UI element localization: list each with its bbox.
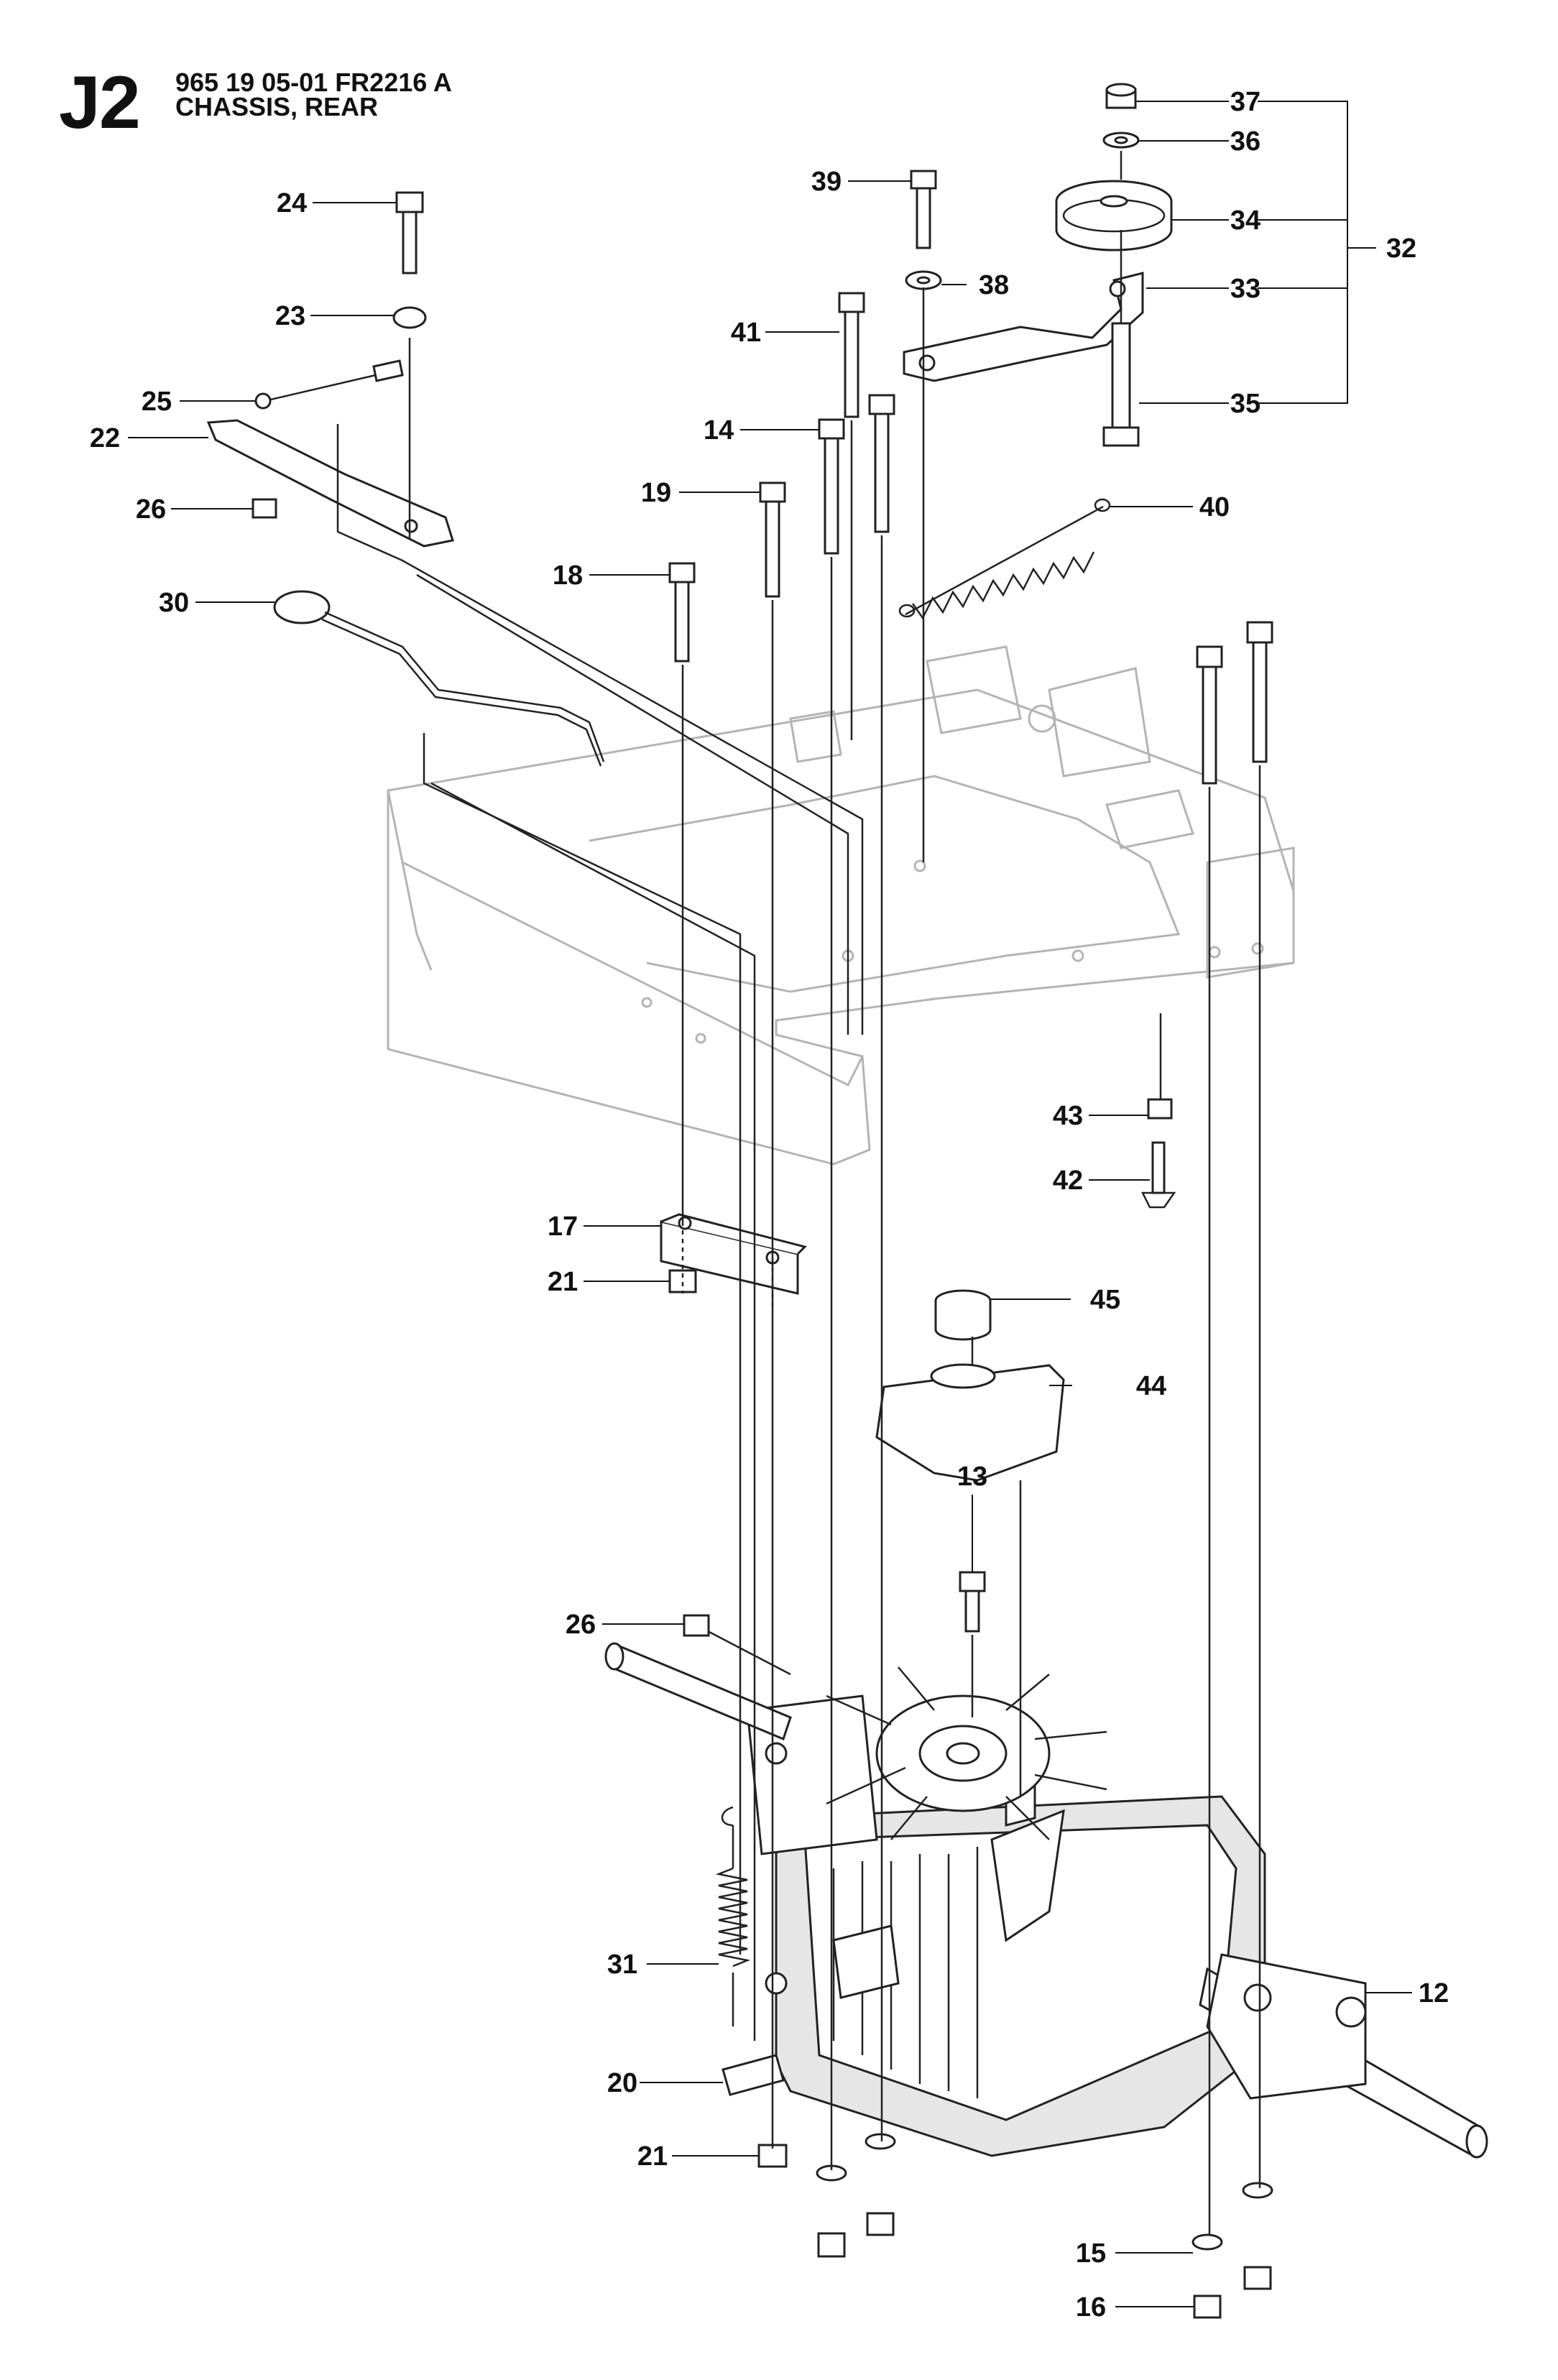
idler-pulley-34 (1055, 180, 1173, 252)
bolt-18 (668, 562, 696, 663)
callout-35: 35 (1230, 389, 1260, 419)
callout-32: 32 (1386, 234, 1416, 264)
bolt-42 (1140, 1141, 1176, 1209)
bolt-19 (759, 481, 786, 598)
rear-right-bolt-b (1246, 621, 1273, 763)
callout-13: 13 (957, 1462, 987, 1492)
callout-42: 42 (1053, 1166, 1083, 1196)
callout-17: 17 (548, 1212, 578, 1242)
bolt-39 (910, 170, 937, 249)
callout-14: 14 (704, 415, 734, 446)
callout-18: 18 (553, 561, 583, 591)
callout-21-lower: 21 (637, 2141, 668, 2172)
callout-22: 22 (90, 423, 120, 453)
callout-41: 41 (731, 318, 761, 348)
bolt-14 (818, 418, 845, 555)
callout-43: 43 (1053, 1101, 1083, 1131)
tension-spring-40 (898, 498, 1111, 620)
spacer-38 (905, 270, 942, 290)
callout-40: 40 (1199, 492, 1230, 522)
callout-26-lower: 26 (566, 1610, 596, 1640)
bracket-20 (722, 2054, 785, 2096)
callout-39: 39 (811, 167, 842, 197)
nut-37 (1105, 83, 1137, 109)
transaxle-assembly (604, 1642, 1488, 2159)
section-title: CHASSIS, REAR (175, 92, 379, 121)
callout-23: 23 (275, 301, 305, 331)
idler-arm-33 (903, 272, 1144, 382)
nut-21-lower (757, 2144, 788, 2168)
reservoir-44 (875, 1363, 1065, 1482)
nut-26-upper (252, 498, 277, 519)
callout-26: 26 (136, 494, 166, 525)
bolt-24 (395, 191, 424, 275)
spring-31 (715, 1806, 751, 2026)
nut-21-upper (668, 1269, 697, 1293)
part-number-line: 965 19 05-01 FR2216 A (175, 68, 452, 97)
callout-31: 31 (607, 1950, 637, 1980)
alignment-lines (336, 151, 1261, 2235)
nut-26-lower (683, 1614, 710, 1637)
callout-labels: 37 36 34 33 32 35 39 38 41 14 19 18 40 2… (90, 87, 1449, 2323)
callout-21: 21 (548, 1267, 578, 1297)
callout-45: 45 (1090, 1285, 1120, 1315)
section-code: J2 (59, 61, 141, 144)
callout-38: 38 (979, 270, 1009, 300)
callout-15: 15 (1076, 2238, 1106, 2269)
cap-45 (934, 1289, 992, 1341)
callout-24: 24 (277, 188, 307, 218)
nut-43 (1147, 1098, 1173, 1120)
spacer-23 (392, 306, 427, 329)
bolt-35 (1102, 322, 1140, 447)
bolt-13 (959, 1571, 986, 1633)
callout-44: 44 (1136, 1371, 1166, 1401)
rear-chassis-frame (387, 645, 1295, 1166)
callout-34: 34 (1230, 206, 1260, 236)
input-pulley-fan (826, 1666, 1107, 1840)
callout-20: 20 (607, 2068, 637, 2098)
leader-lines (128, 101, 1412, 2307)
callout-30: 30 (159, 588, 189, 618)
lift-rod-30 (273, 590, 605, 767)
rod-end-25 (254, 359, 404, 410)
bolt-14b (868, 394, 895, 533)
callout-36: 36 (1230, 126, 1260, 157)
callout-33: 33 (1230, 274, 1260, 304)
callout-37: 37 (1230, 87, 1260, 117)
callout-16: 16 (1076, 2292, 1106, 2323)
lower-nuts (817, 2212, 1272, 2319)
bolt-41 (838, 292, 865, 418)
callout-12: 12 (1419, 1978, 1449, 2008)
rear-right-bolt-a (1196, 645, 1223, 785)
callout-25: 25 (142, 387, 172, 417)
washer-36 (1102, 132, 1140, 149)
link-plate-22 (206, 419, 454, 548)
callout-19: 19 (641, 478, 671, 508)
